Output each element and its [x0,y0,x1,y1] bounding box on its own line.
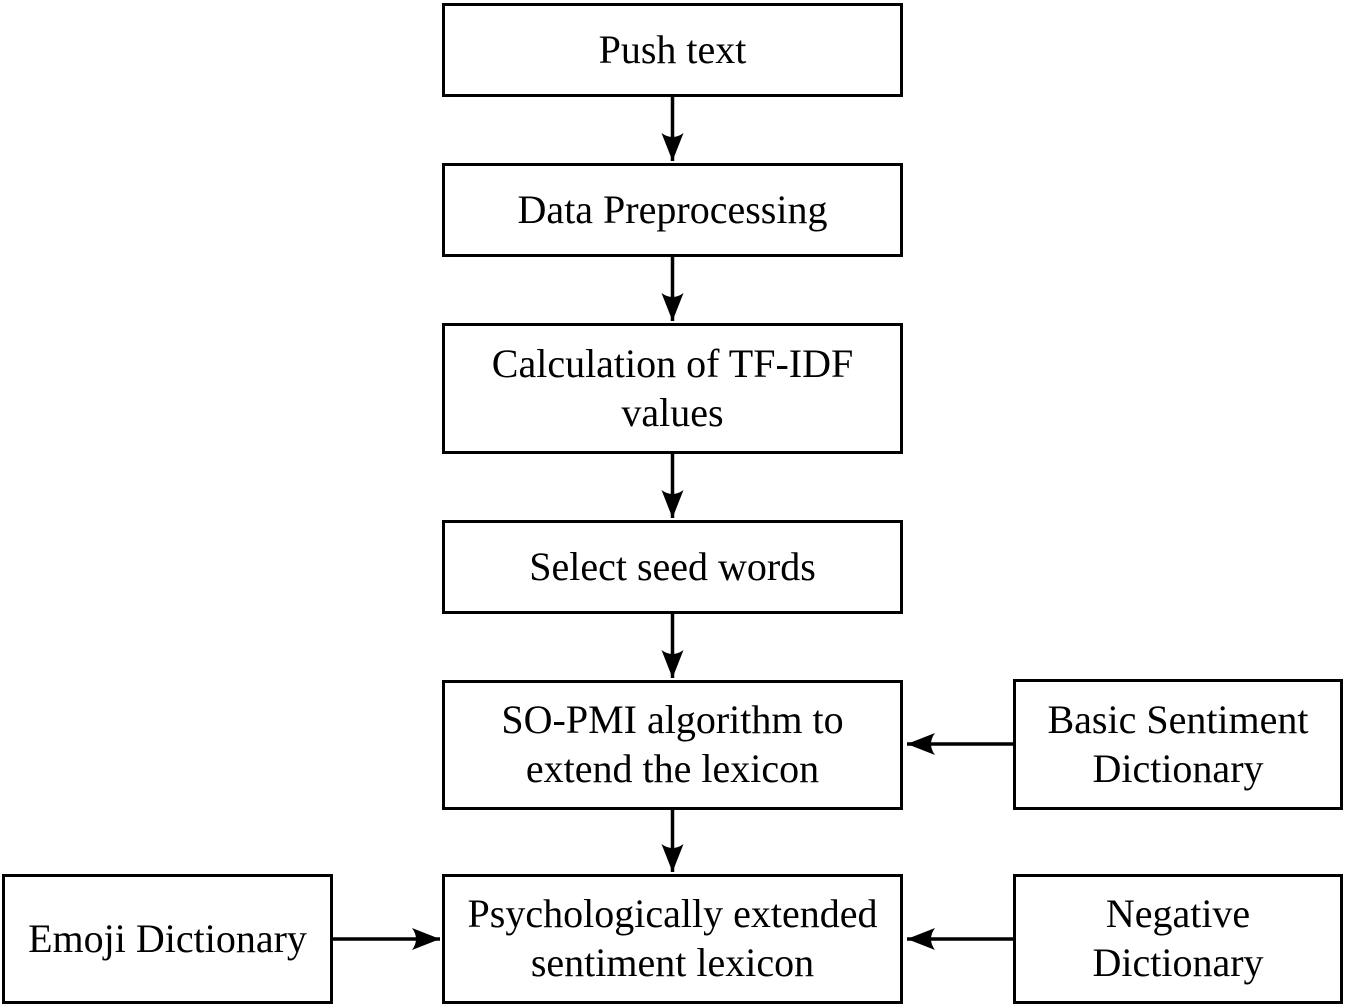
node-psychologically-extended-lexicon: Psychologically extended sentiment lexic… [442,874,903,1004]
node-sopmi-algorithm-label: SO-PMI algorithm to extend the lexicon [501,697,844,791]
node-push-text-label: Push text [598,26,747,72]
node-negative-dictionary: Negative Dictionary [1013,874,1343,1004]
node-basic-sentiment-dictionary: Basic Sentiment Dictionary [1013,679,1343,810]
node-data-preprocessing-label: Data Preprocessing [517,186,828,232]
node-psychologically-extended-lexicon-label: Psychologically extended sentiment lexic… [467,891,878,985]
node-select-seed-words: Select seed words [442,520,903,614]
node-data-preprocessing: Data Preprocessing [442,163,903,257]
node-negative-dictionary-label: Negative Dictionary [1092,891,1264,985]
node-tfidf-calculation: Calculation of TF-IDF values [442,323,903,454]
node-emoji-dictionary-label: Emoji Dictionary [28,915,307,961]
node-tfidf-calculation-label: Calculation of TF-IDF values [491,340,854,435]
node-sopmi-algorithm: SO-PMI algorithm to extend the lexicon [442,680,903,810]
node-emoji-dictionary: Emoji Dictionary [2,874,333,1004]
node-select-seed-words-label: Select seed words [529,543,816,589]
node-basic-sentiment-dictionary-label: Basic Sentiment Dictionary [1047,696,1309,791]
node-push-text: Push text [442,3,903,97]
